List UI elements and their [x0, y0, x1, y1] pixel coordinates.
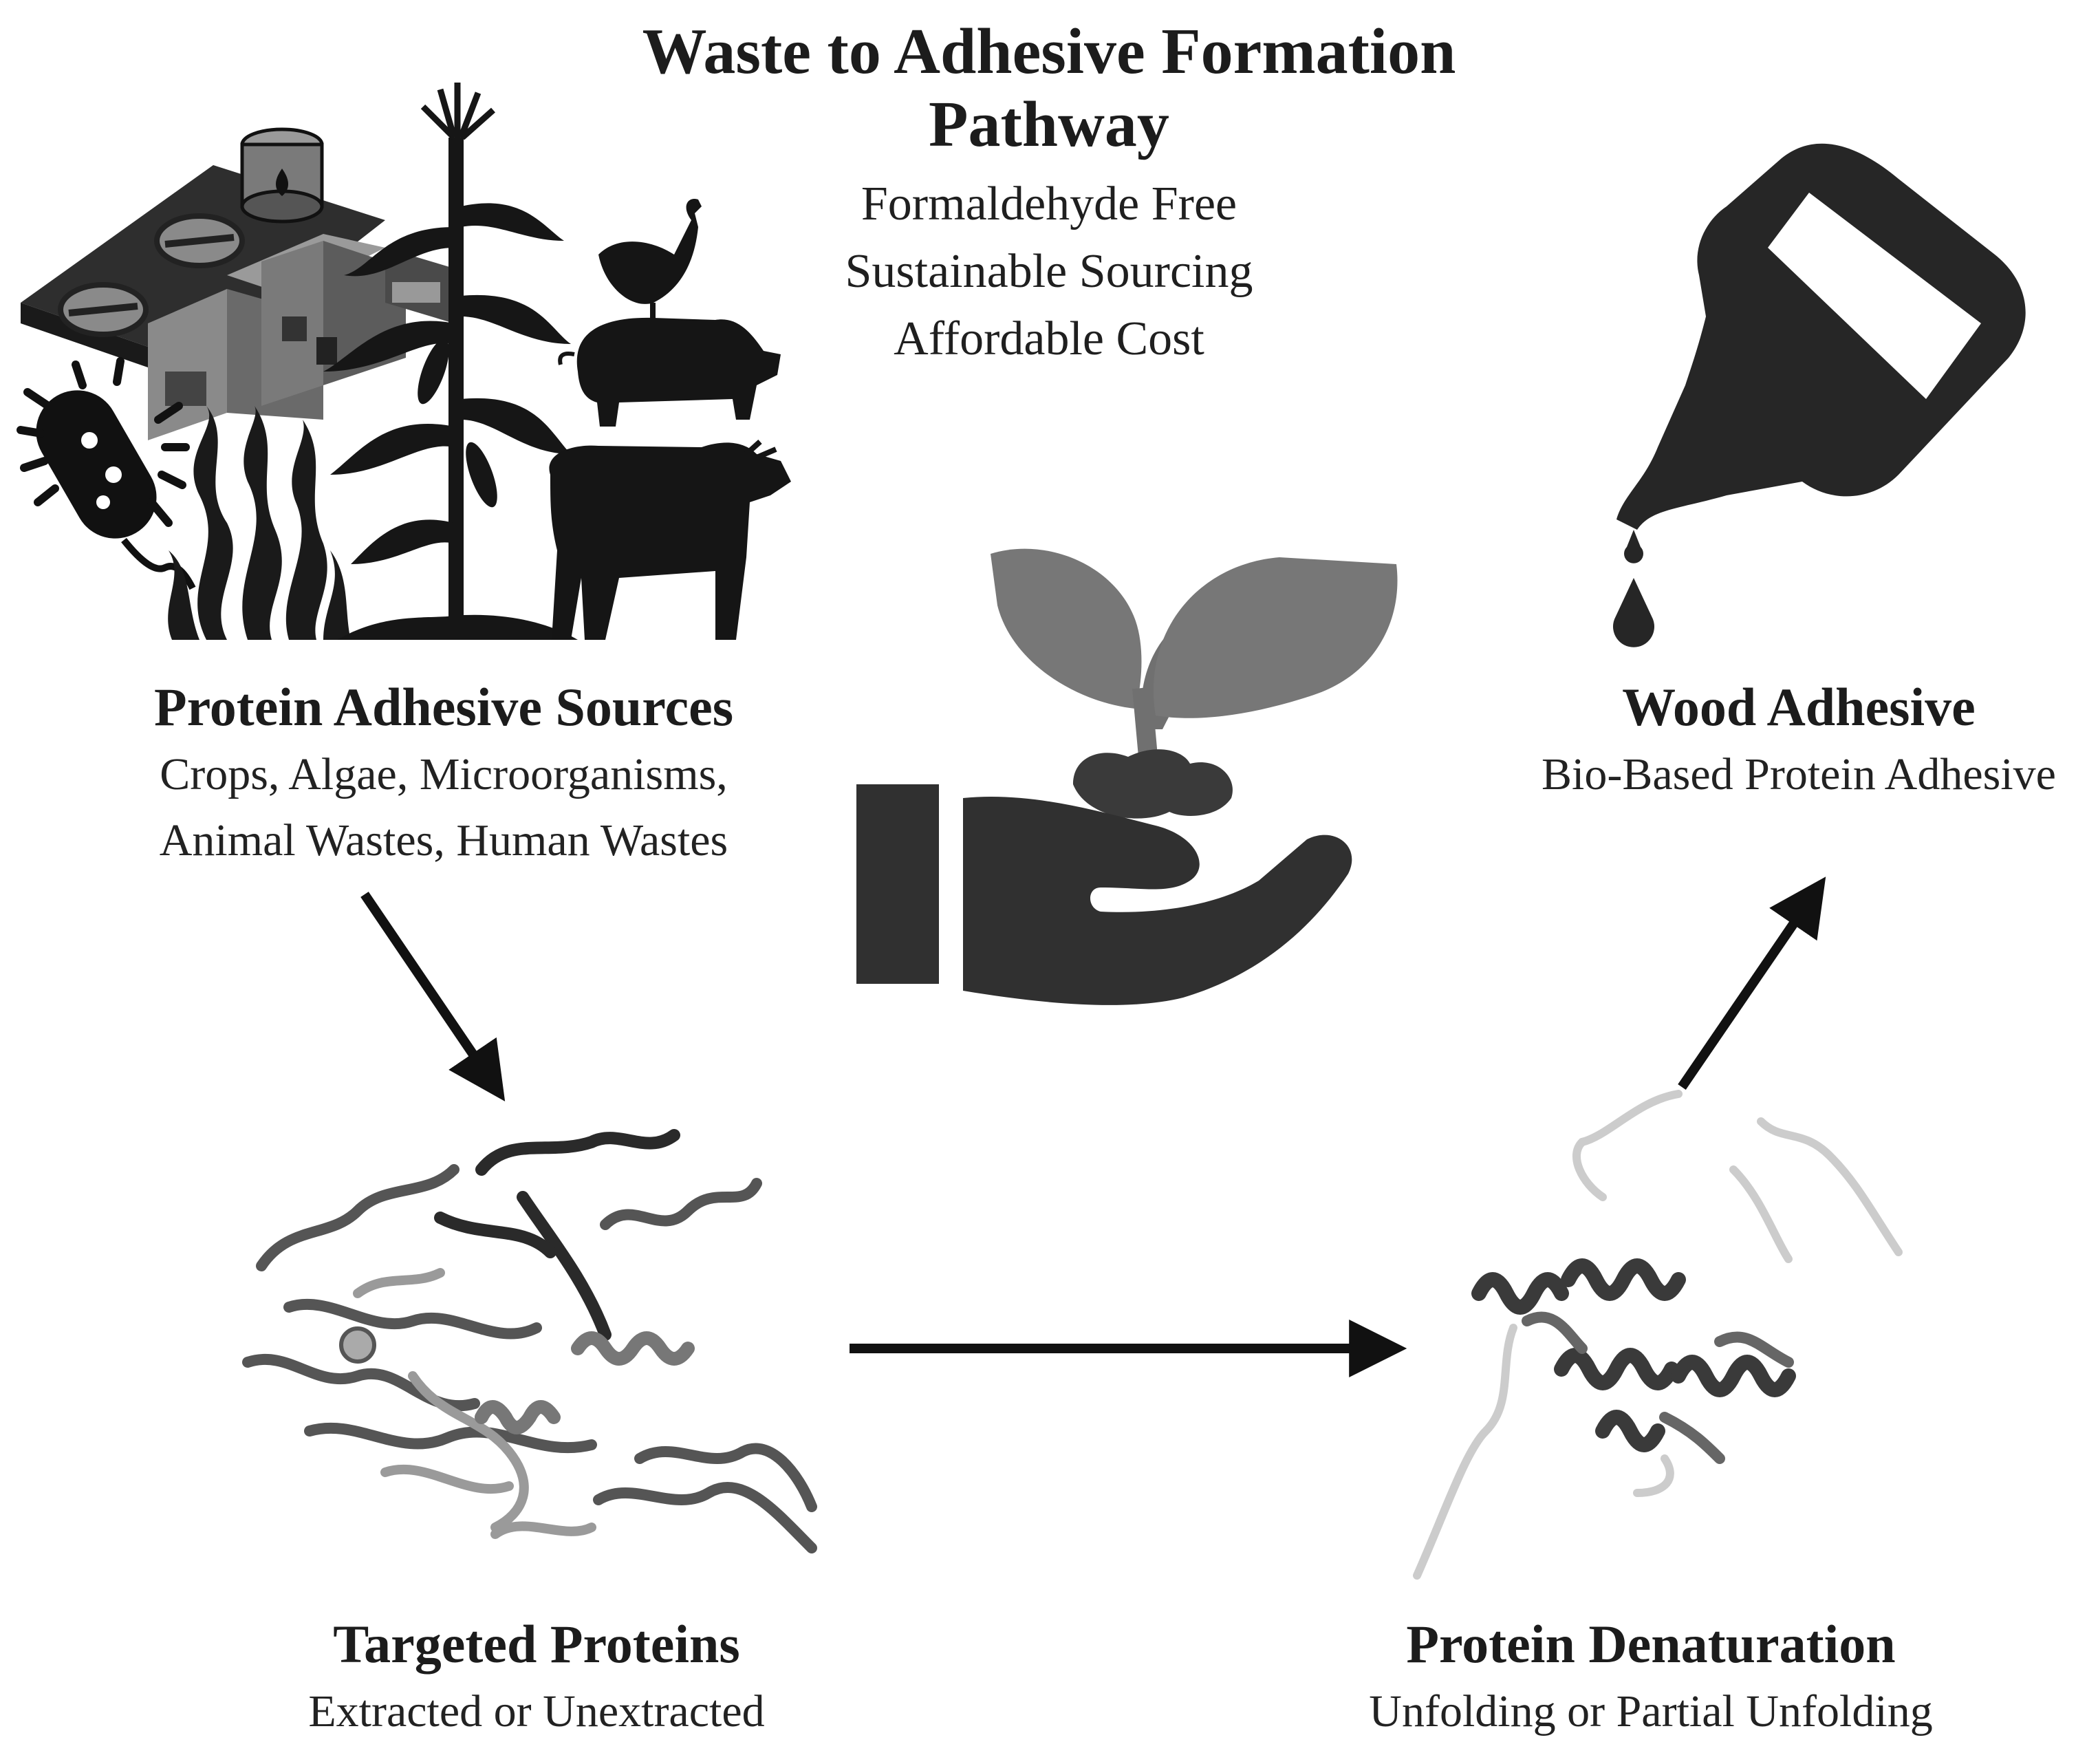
benefit-item: Sustainable Sourcing: [845, 245, 1253, 298]
wastewater-plant-icon: [21, 127, 454, 440]
wood-adhesive-label: Wood Adhesive Bio-Based Protein Adhesive: [1500, 674, 2098, 809]
hand-seedling-icon: [856, 548, 1398, 1005]
targeted-proteins-label: Targeted Proteins Extracted or Unextract…: [179, 1611, 894, 1746]
cow-icon: [549, 440, 791, 640]
denaturation-label: Protein Denaturation Unfolding or Partia…: [1307, 1611, 1995, 1746]
title-line-2: Pathway: [929, 89, 1169, 160]
seaweed-icon: [168, 406, 351, 640]
diagram-title: Waste to Adhesive Formation Pathway: [0, 15, 2098, 161]
denatured-protein-icon: [1413, 1090, 1903, 1580]
benefit-item: Formaldehyde Free: [861, 178, 1237, 230]
targeted-proteins-heading: Targeted Proteins: [333, 1614, 740, 1674]
chicken-icon: [598, 199, 702, 323]
wood-adhesive-sub: Bio-Based Protein Adhesive: [1542, 749, 2056, 799]
corn-plant-icon: [323, 83, 578, 640]
glue-bottle-icon: [1613, 143, 2026, 647]
targeted-proteins-sub: Extracted or Unextracted: [308, 1686, 765, 1736]
sources-heading: Protein Adhesive Sources: [153, 677, 734, 737]
arrow-sources-to-targeted: [360, 892, 506, 1101]
benefit-item: Affordable Cost: [894, 312, 1204, 365]
arrow-denaturation-to-wood: [1678, 876, 1826, 1090]
wood-adhesive-heading: Wood Adhesive: [1622, 677, 1976, 737]
sources-label: Protein Adhesive Sources Crops, Algae, M…: [55, 674, 832, 875]
benefits-list: Formaldehyde Free Sustainable Sourcing A…: [0, 171, 2098, 373]
pig-icon: [558, 317, 781, 427]
title-line-1: Waste to Adhesive Formation: [642, 16, 1456, 87]
sources-line-1: Crops, Algae, Microorganisms,: [160, 749, 728, 799]
folded-protein-icon: [242, 1129, 817, 1553]
sources-line-2: Animal Wastes, Human Wastes: [159, 815, 728, 865]
denaturation-sub: Unfolding or Partial Unfolding: [1369, 1686, 1933, 1736]
denaturation-heading: Protein Denaturation: [1406, 1614, 1896, 1674]
